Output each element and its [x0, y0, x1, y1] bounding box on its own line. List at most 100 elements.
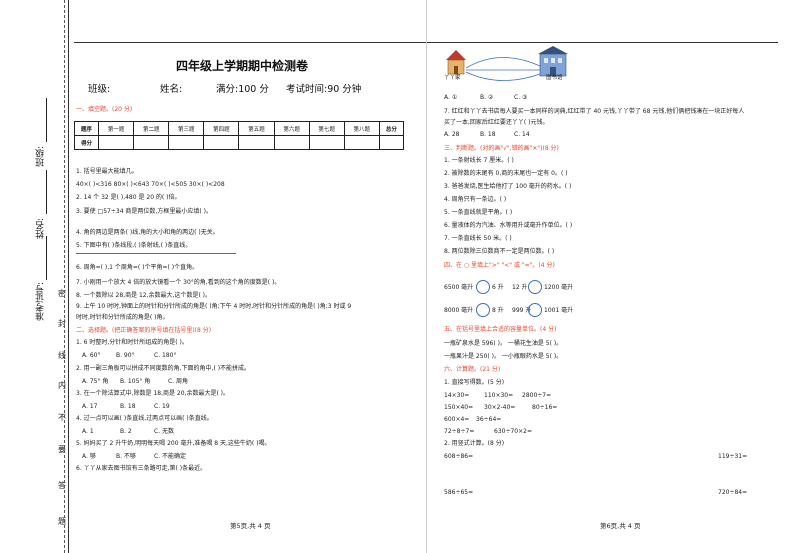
judge-item: 4. 周角只有一条边。( ) — [444, 196, 507, 203]
calc-item: 608÷86= — [444, 453, 474, 460]
section-title: 二、选择题。(把正确答案的序号填在括号里)(8 分) — [76, 327, 212, 334]
table-row: 题序 第一题 第二题 第三题 第四题 第五题 第六题 第七题 第八题 总分 — [73, 121, 405, 136]
judge-item: 7. 一条直线长 50 米。( ) — [444, 235, 512, 242]
compare-right: 8 升 — [492, 307, 504, 314]
question-text: 4. 角的两边是两条( )线,角的大小和角的两边( )无关。 — [76, 229, 219, 236]
score-input-cell[interactable] — [133, 135, 170, 150]
section-title: 一、填空题。(20 分) — [76, 106, 133, 113]
seal-char: 内 — [58, 381, 66, 390]
score-input-cell[interactable] — [273, 135, 310, 150]
question-text: 7. 小刚用一个放大 4 倍的放大镜看一个 30°的角,看到的这个角的度数是( … — [76, 279, 281, 286]
compare-left: 8000 毫升 — [444, 307, 474, 314]
option: C. 180° — [154, 352, 177, 359]
calc-item: 80÷16= — [532, 404, 558, 411]
page-title: 四年级上学期期中检测卷 — [176, 59, 309, 73]
seal-char: 不 — [58, 413, 66, 422]
option: C. ③ — [514, 94, 528, 101]
table-cell: 得分 — [73, 135, 100, 150]
cut-line — [64, 0, 65, 553]
question-text: 5. 下图中有( )条线段,( )条射线,( )条直线。 — [76, 242, 192, 249]
route-picture — [446, 46, 568, 81]
question-text: 2. 用竖式计算。(8 分) — [444, 440, 505, 447]
section-title: 四、在 ○ 里填上">" "<" 或 "="。(4 分) — [444, 262, 555, 269]
score-input-cell[interactable] — [98, 135, 135, 150]
seal-char: 题 — [58, 517, 66, 526]
question-text: 7. 红红和丫丫去书店每人要买一本同样的词典,红红带了 40 元钱,丫丫带了 6… — [444, 108, 745, 115]
seal-char: 线 — [58, 351, 66, 360]
section-title: 六、计算题。(21 分) — [444, 366, 501, 373]
table-cell: 题序 — [73, 121, 100, 136]
compare-circle[interactable] — [476, 303, 490, 317]
score-input-cell[interactable] — [378, 135, 405, 150]
question-text: 时时,时针和分针所成的角是( )角。 — [76, 314, 169, 321]
option: B. 18 — [480, 131, 496, 138]
table-cell: 第三题 — [168, 121, 205, 136]
judge-item: 5. 一条直线就是平角。( ) — [444, 209, 513, 216]
table-cell: 总分 — [378, 121, 405, 136]
calc-item: 630÷70×2= — [494, 428, 532, 435]
calc-item: 36÷64= — [476, 416, 502, 423]
option: C. 无数 — [154, 428, 175, 435]
option: B. 2 — [120, 428, 132, 435]
name-underline — [46, 170, 47, 214]
calc-item: 600×4= — [444, 416, 470, 423]
score-input-cell[interactable] — [168, 135, 205, 150]
line-figure — [76, 253, 236, 254]
table-cell: 第八题 — [343, 121, 380, 136]
calc-item: 30×2-40= — [484, 404, 516, 411]
option: A. 28 — [444, 131, 460, 138]
option: B. 18 — [120, 403, 136, 410]
score-input-cell[interactable] — [203, 135, 240, 150]
binding-strip: 班级: 姓名: 准考证号: 密 封 线 内 不 要 答 题 — [0, 0, 69, 553]
question-text: 2. 14 个 32 是( ),480 是 20 的( )倍。 — [76, 194, 181, 201]
option: A. 60° — [82, 352, 101, 359]
table-cell: 第七题 — [308, 121, 345, 136]
question-text: 2. 用一副三角板可以拼成不同度数的角,下面的角中,( )不能拼成。 — [76, 365, 251, 372]
option: A. 17 — [82, 403, 98, 410]
seal-char: 密 — [58, 289, 66, 298]
calc-item: 119÷31= — [718, 453, 748, 460]
calc-item: 110×30= — [484, 392, 514, 399]
calc-item: 720÷84= — [718, 489, 748, 496]
option: B. ② — [480, 94, 494, 101]
section-title: 三、判断题。(对的画"√",错的画"✕")(8 分) — [444, 145, 559, 152]
option: C. 19 — [154, 403, 170, 410]
compare-left: 12 升 — [512, 284, 528, 291]
option: A. ① — [444, 94, 458, 101]
judge-item: 8. 两位数除三位数商不一定是两位数。( ) — [444, 248, 555, 255]
library-label: 图书馆 — [546, 75, 563, 81]
compare-circle[interactable] — [476, 280, 490, 294]
question-text: 买了一本,回家后红红要还丫丫( )元钱。 — [444, 119, 549, 126]
question-text: 1. 直接写得数。(5 分) — [444, 379, 505, 386]
compare-circle[interactable] — [528, 303, 542, 317]
house-icon — [446, 50, 466, 75]
compare-circle[interactable] — [528, 280, 542, 294]
page-footer: 第5页,共 4 页 — [230, 522, 271, 530]
question-text: 一瓶矿泉水是 596( )。 一桶花生油是 5( )。 — [444, 340, 563, 347]
question-text: 8. 一个数除以 28,商是 12,余数最大,这个数是( )。 — [76, 292, 212, 299]
option: C. 周角 — [168, 378, 189, 385]
option: C. 不能确定 — [154, 453, 187, 460]
judge-item: 2. 被除数的末尾有 0,商的末尾也一定有 0。( ) — [444, 170, 568, 177]
full-score: 满分:100 分 — [216, 84, 269, 95]
judge-item: 6. 量液体的为汽油、水等用升或毫升作单位。( ) — [444, 222, 573, 229]
page-footer: 第6页,共 4 页 — [600, 522, 641, 530]
table-row: 得分 — [73, 135, 405, 150]
score-input-cell[interactable] — [308, 135, 345, 150]
table-cell: 第六题 — [273, 121, 310, 136]
question-text: 5. 妈妈买了 2 升牛奶,明明每天喝 200 毫升,准备喝 8 天,这些牛奶(… — [76, 440, 271, 447]
name-field: 姓名: — [160, 84, 183, 95]
option: A. 1 — [82, 428, 94, 435]
table-cell: 第一题 — [98, 121, 135, 136]
table-cell: 第五题 — [238, 121, 275, 136]
score-input-cell[interactable] — [238, 135, 275, 150]
home-label: 丫丫家 — [444, 75, 461, 81]
compare-left: 6500 毫升 — [444, 284, 474, 291]
question-text: 3. 要使 □57÷34 商是两位数,方框里最小应填( )。 — [76, 208, 212, 215]
calc-item: 586÷65= — [444, 489, 474, 496]
compare-left: 999 升 — [512, 307, 532, 314]
question-text: 9. 上午 10 时时,钟面上的时针和分针所成的角是( )角;下午 4 时时,时… — [76, 303, 352, 310]
margin-line — [68, 0, 69, 553]
class-underline — [46, 98, 47, 142]
score-input-cell[interactable] — [343, 135, 380, 150]
